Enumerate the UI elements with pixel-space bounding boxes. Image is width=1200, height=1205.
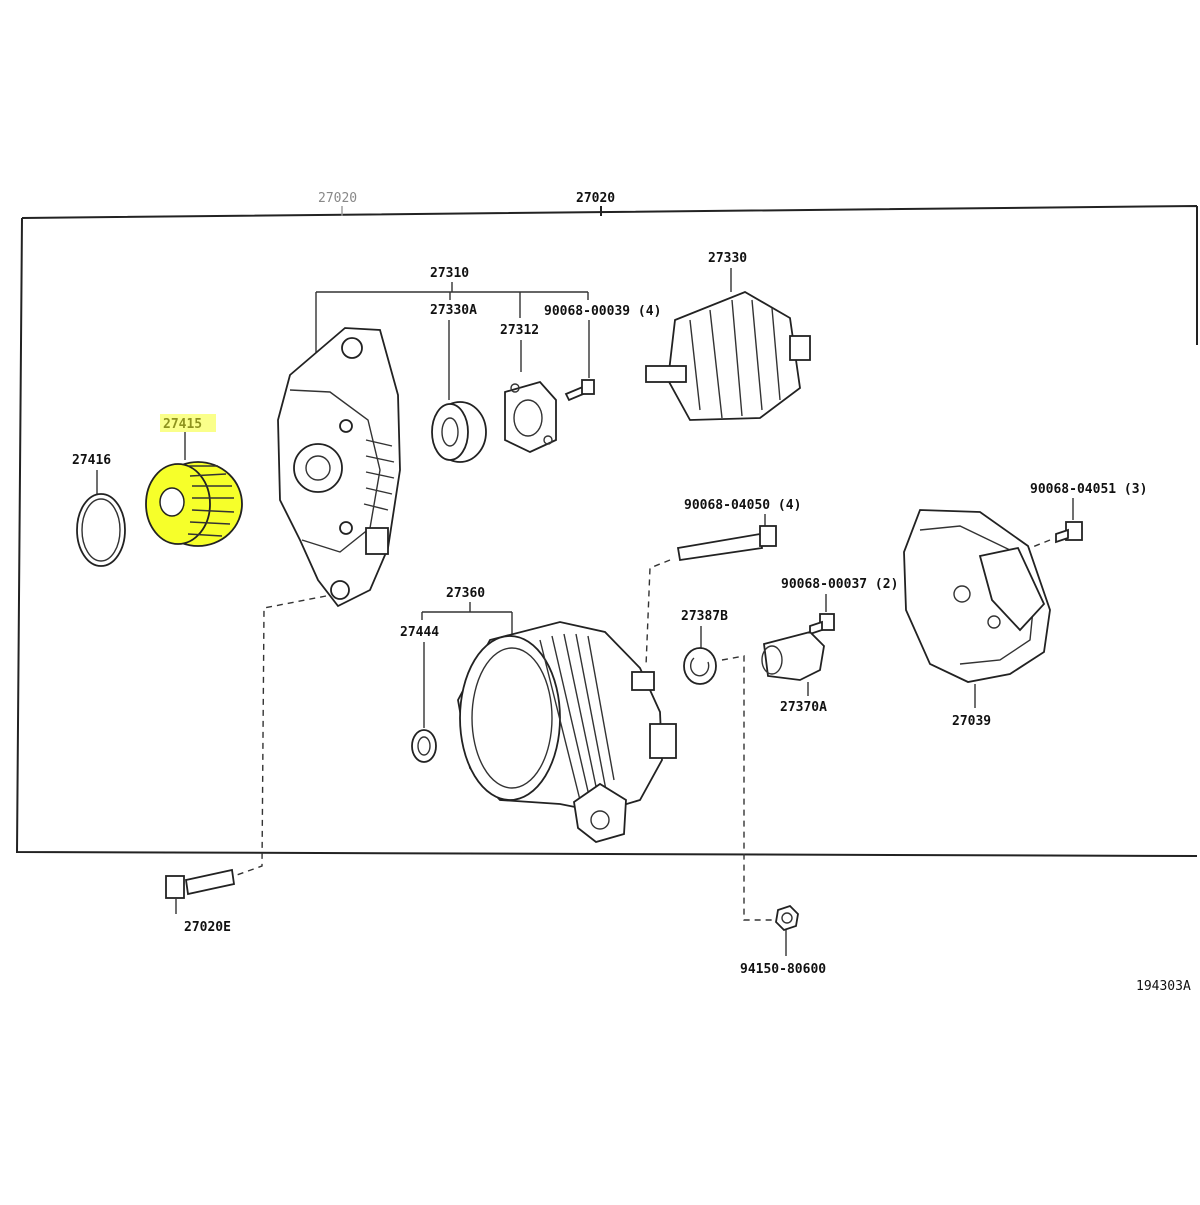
label-washer: 27444 bbox=[400, 625, 439, 640]
label-retainer: 27312 bbox=[500, 323, 539, 338]
label-long-bolt: 90068-04050 (4) bbox=[684, 498, 801, 513]
label-insulator: 27387B bbox=[681, 609, 728, 624]
insulator bbox=[683, 647, 717, 685]
nut bbox=[775, 904, 799, 932]
rotor bbox=[645, 291, 811, 421]
label-nut: 94150-80600 bbox=[740, 962, 826, 977]
label-pulley-spacer: 27416 bbox=[72, 453, 111, 468]
label-pulley-highlight bbox=[160, 414, 216, 432]
rear-cover bbox=[903, 509, 1051, 683]
bearing bbox=[431, 401, 487, 463]
label-rotor: 27330 bbox=[708, 251, 747, 266]
assembly-frame bbox=[15, 205, 1198, 857]
label-through-bolt: 27020E bbox=[184, 920, 231, 935]
pulley-spacer bbox=[76, 493, 126, 567]
label-bearing: 27330A bbox=[430, 303, 477, 318]
long-bolt bbox=[676, 525, 777, 562]
brush-holder bbox=[761, 630, 825, 681]
label-retainer-screw: 90068-00039 (4) bbox=[544, 304, 661, 319]
through-bolt bbox=[165, 868, 236, 899]
stator-frame bbox=[457, 621, 677, 843]
rear-cover-screw bbox=[1055, 521, 1083, 544]
figure-id: 194303A bbox=[1136, 979, 1191, 994]
pulley bbox=[145, 461, 243, 547]
label-rear-cover: 27039 bbox=[952, 714, 991, 729]
label-stator-frame: 27360 bbox=[446, 586, 485, 601]
label-assy-ghost: 27020 bbox=[318, 191, 357, 206]
washer bbox=[411, 729, 437, 763]
holder-screw bbox=[809, 613, 835, 636]
retainer-plate bbox=[504, 380, 557, 453]
drive-end-frame bbox=[277, 327, 401, 608]
retainer-screw bbox=[564, 379, 595, 402]
label-brush-holder: 27370A bbox=[780, 700, 827, 715]
label-frame-drive-end: 27310 bbox=[430, 266, 469, 281]
label-assy: 27020 bbox=[576, 191, 615, 206]
label-holder-screw: 90068-00037 (2) bbox=[781, 577, 898, 592]
label-rear-cover-screw: 90068-04051 (3) bbox=[1030, 482, 1147, 497]
